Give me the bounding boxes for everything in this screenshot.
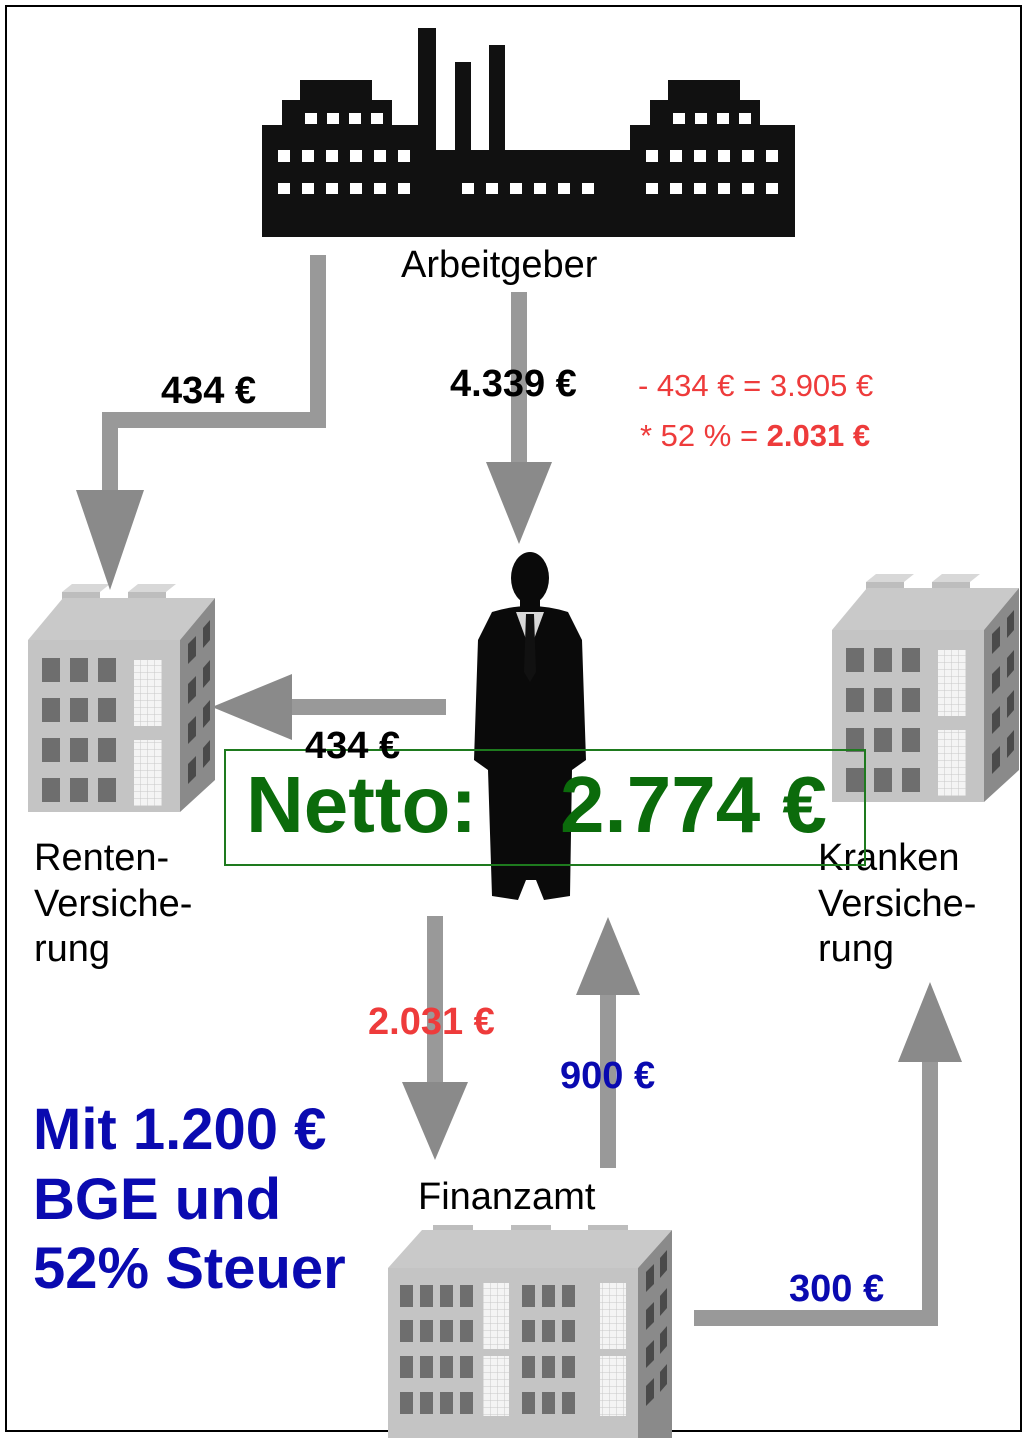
calculation-line-1: - 434 € = 3.905 € [638, 368, 874, 403]
health-label-line-1: Kranken [818, 837, 960, 879]
netto-value: 2.774 € [560, 760, 827, 849]
pension-label-line-1: Renten- [34, 837, 170, 879]
factory-windows [278, 113, 778, 194]
pension-label-line-3: rung [34, 928, 111, 971]
flow-amount-employer-to-pension: 434 € [161, 370, 257, 412]
employer-label: Arbeitgeber [401, 244, 598, 286]
flow-amount-tax-office-to-person: 900 € [560, 1055, 656, 1097]
person-shirt [516, 612, 544, 682]
arrow-heads [76, 462, 962, 1160]
flow-amount-tax-office-to-health: 300 € [789, 1268, 885, 1310]
flow-amount-person-to-tax-office: 2.031 € [368, 1001, 495, 1043]
health-label-line-3: rung [818, 928, 895, 971]
pension-insurance-label: Renten- Versiche- rung [34, 836, 192, 973]
flow-amount-person-to-pension: 434 € [305, 725, 401, 767]
scenario-line-2: BGE und [33, 1166, 282, 1232]
netto-label: Netto: [246, 760, 478, 849]
scenario-line-1: Mit 1.200 € [33, 1097, 327, 1162]
pension-insurance-building-icon [28, 584, 215, 812]
calculation-line-2-prefix: * 52 % = [640, 418, 767, 453]
scenario-line-3: 52% Steuer [33, 1236, 346, 1302]
pension-label-line-2: Versiche- [34, 882, 193, 925]
tax-office-label: Finanzamt [418, 1176, 596, 1218]
arrow-tax-office-to-health [694, 1050, 938, 1326]
scenario-caption: Mit 1.200 € BGE und 52% Steuer [33, 1095, 346, 1304]
factory-icon [262, 28, 795, 237]
calculation-line-2-result: 2.031 € [766, 418, 871, 453]
tax-office-building-icon [388, 1225, 672, 1438]
flow-amount-employer-to-person: 4.339 € [450, 363, 577, 405]
flow-arrows [102, 255, 938, 1326]
health-insurance-label: Kranken Versiche- rung [818, 836, 976, 973]
person-icon [474, 552, 586, 900]
netto-box [224, 749, 866, 866]
arrow-employer-to-pension [102, 255, 326, 500]
health-label-line-2: Versiche- [818, 882, 977, 925]
calculation-line-2: * 52 % = 2.031 € [640, 420, 870, 451]
